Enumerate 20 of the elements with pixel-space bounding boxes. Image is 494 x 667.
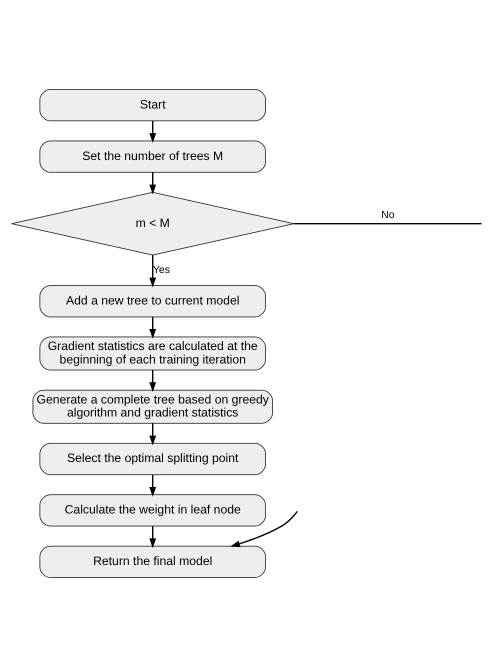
- arrow: [149, 423, 156, 446]
- node-box: Calculate the weight in leaf node: [39, 494, 266, 527]
- connector: [294, 223, 482, 224]
- arrow: [149, 474, 156, 497]
- arrow: [149, 317, 156, 339]
- node-box: Gradient statistics are calculated at the beginning of each training iteration: [39, 336, 266, 371]
- node-box: Add a new tree to current model: [39, 285, 266, 318]
- node-box: Generate a complete tree based on greedy algorithm and gradient statistics: [32, 390, 273, 424]
- arrow: [149, 172, 156, 194]
- node-diamond: m < M: [11, 192, 294, 256]
- node-box: Start: [39, 89, 266, 122]
- edge-label: No: [381, 210, 395, 222]
- node-box: Return the final model: [39, 546, 266, 578]
- arrow: [149, 526, 156, 548]
- arrow: [230, 510, 298, 548]
- arrow: [149, 255, 156, 288]
- node-box: Set the number of trees M: [39, 140, 266, 173]
- arrow: [149, 370, 156, 392]
- arrow: [149, 120, 156, 143]
- node-box: Select the optimal splitting point: [39, 442, 266, 476]
